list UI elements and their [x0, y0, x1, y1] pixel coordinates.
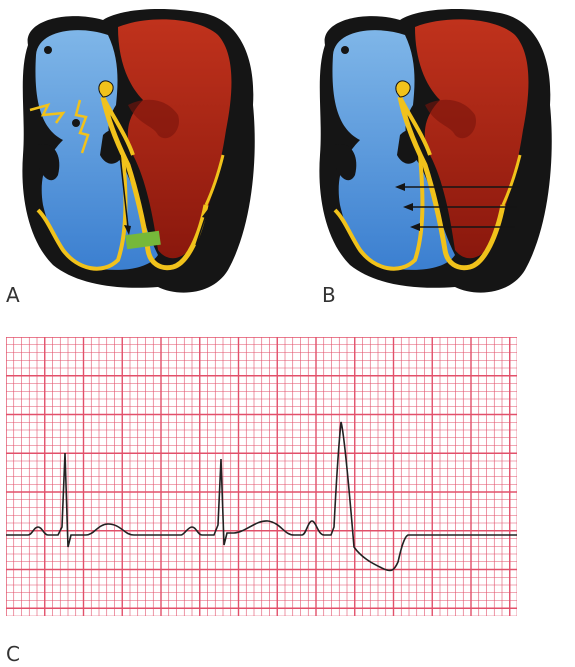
svc-dot — [341, 46, 349, 54]
heart-diagram-a — [8, 5, 270, 300]
panel-label-b: B — [322, 283, 336, 307]
ecg-strip — [6, 337, 517, 616]
heart-diagram-b — [305, 5, 567, 300]
ectopic-focus-dot — [72, 119, 80, 127]
svc-dot — [44, 46, 52, 54]
panel-label-c: C — [6, 642, 20, 666]
panel-label-a: A — [6, 283, 20, 307]
